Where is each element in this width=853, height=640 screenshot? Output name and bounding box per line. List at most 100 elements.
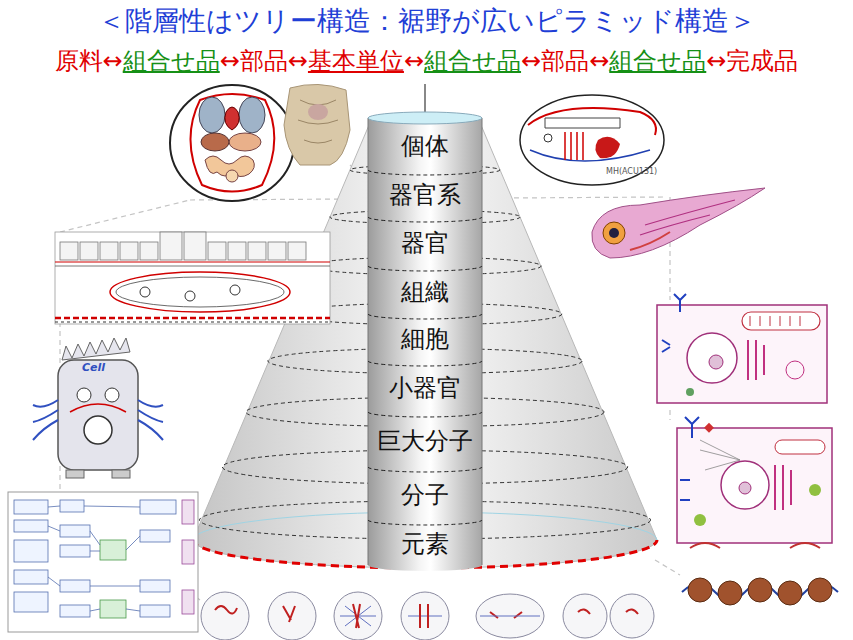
cell-diagram [694,514,706,526]
metabolic-chart [100,540,126,560]
metabolic-chart [60,605,90,617]
cell-diagram [677,428,832,543]
level-name: 分子 [401,482,449,508]
hierarchy-band: 巨大分子 [368,412,482,467]
band-divider [368,170,482,525]
cell-diagram [685,417,699,438]
perspective-frame [60,200,190,232]
link-arrow: ↔ [589,47,609,75]
level-name: 器官系 [389,182,461,208]
cell-character [112,470,130,478]
larva-illustration [630,232,670,250]
cell-diagram [775,465,791,510]
tissue-illustration [268,242,286,260]
band-divider [368,217,482,222]
cylinder [368,118,482,565]
tissue-illustration [230,285,240,295]
hierarchy-band: 個体 [368,118,482,170]
level-name: 巨大分子 [377,428,473,454]
mitosis-row [610,594,654,638]
tissue-illustration [55,322,330,323]
cylinder [368,84,482,571]
hierarchy-band: 細胞 [368,314,482,361]
chromatin-illustration [688,578,712,602]
cell-diagram [748,340,764,380]
metabolic-chart [8,492,198,632]
title-text: ＜階層性はツリー構造：裾野が広いピラミッド構造＞ [0,4,853,38]
chromosome-mark [420,604,428,628]
larva-illustration [592,188,765,258]
tissue-illustration [208,242,226,260]
larva-illustration [640,200,735,235]
cell-diagram [674,294,686,312]
level-name: 元素 [401,531,449,557]
metabolic-chart [48,506,140,611]
metabolic-chart [60,580,90,592]
link-arrow: ↔ [706,47,726,75]
band-divider [368,170,482,175]
embryo-illustration [545,118,620,128]
organ-illustration [225,107,239,130]
level-name: 小器官 [389,375,461,401]
tissue-illustration [100,242,118,260]
metabolic-chart [60,525,90,537]
mitosis-row [268,592,316,640]
tissue-illustration [116,277,284,307]
cell-character [66,470,84,478]
larva-illustration [592,188,765,258]
hierarchy-band: 分子 [368,467,482,520]
term-chain: 原料↔組合せ品↔部品↔基本単位↔組合せ品↔部品↔組合せ品↔完成品 [0,44,853,78]
embryo-illustration [565,132,583,160]
mitosis-row [201,592,654,640]
chromatin-illustration [808,578,832,602]
band-divider [368,412,482,417]
chromosome-mark [408,616,442,617]
organ-illustration [229,133,261,151]
tissue-illustration [140,242,158,260]
cylinder [368,118,369,565]
level-name: 細胞 [401,326,449,352]
link-arrow: ↔ [521,47,541,75]
chromosome-mark [490,612,522,618]
hierarchy-band: 組織 [368,266,482,314]
chromosome-mark [353,604,360,628]
link-arrow: ↔ [220,47,240,75]
tissue-illustration [248,242,266,260]
embryo-illustration [520,95,664,185]
metabolic-chart [100,600,126,618]
embryo-illustration [544,134,552,142]
chain-term: 組合せ品 [424,45,521,77]
embryo-illustration [530,150,650,161]
larva-illustration [609,228,619,238]
metabolic-chart [14,520,48,532]
chromosome-mark [283,606,295,622]
metabolic-chart [140,580,170,592]
chromatin-illustration [748,578,772,602]
tissue-illustration [120,242,138,260]
cell-character [62,338,130,360]
cell-diagram [739,482,751,494]
organ-illustration [170,85,294,201]
chain-term: 組合せ品 [123,45,220,77]
cylinder [368,112,482,124]
metabolic-chart [14,592,48,612]
torso-figure [284,84,350,165]
larva-illustration [603,222,625,244]
cell-diagram [704,423,714,433]
cell-diagram [709,355,723,369]
band-divider [368,361,482,366]
hierarchy-band: 器官 [368,217,482,266]
tissue-illustration [140,287,150,297]
tissue-illustration [80,242,98,260]
cylinder [368,559,482,571]
level-name: 器官 [401,230,449,256]
cell-character [33,400,163,440]
metabolic-chart [8,492,198,632]
tissue-illustration [55,261,330,262]
cell-diagram [677,417,832,548]
tissue-illustration [55,266,330,267]
cell-character [33,338,163,478]
link-arrow: ↔ [288,47,308,75]
chromosome-mark [215,604,638,628]
